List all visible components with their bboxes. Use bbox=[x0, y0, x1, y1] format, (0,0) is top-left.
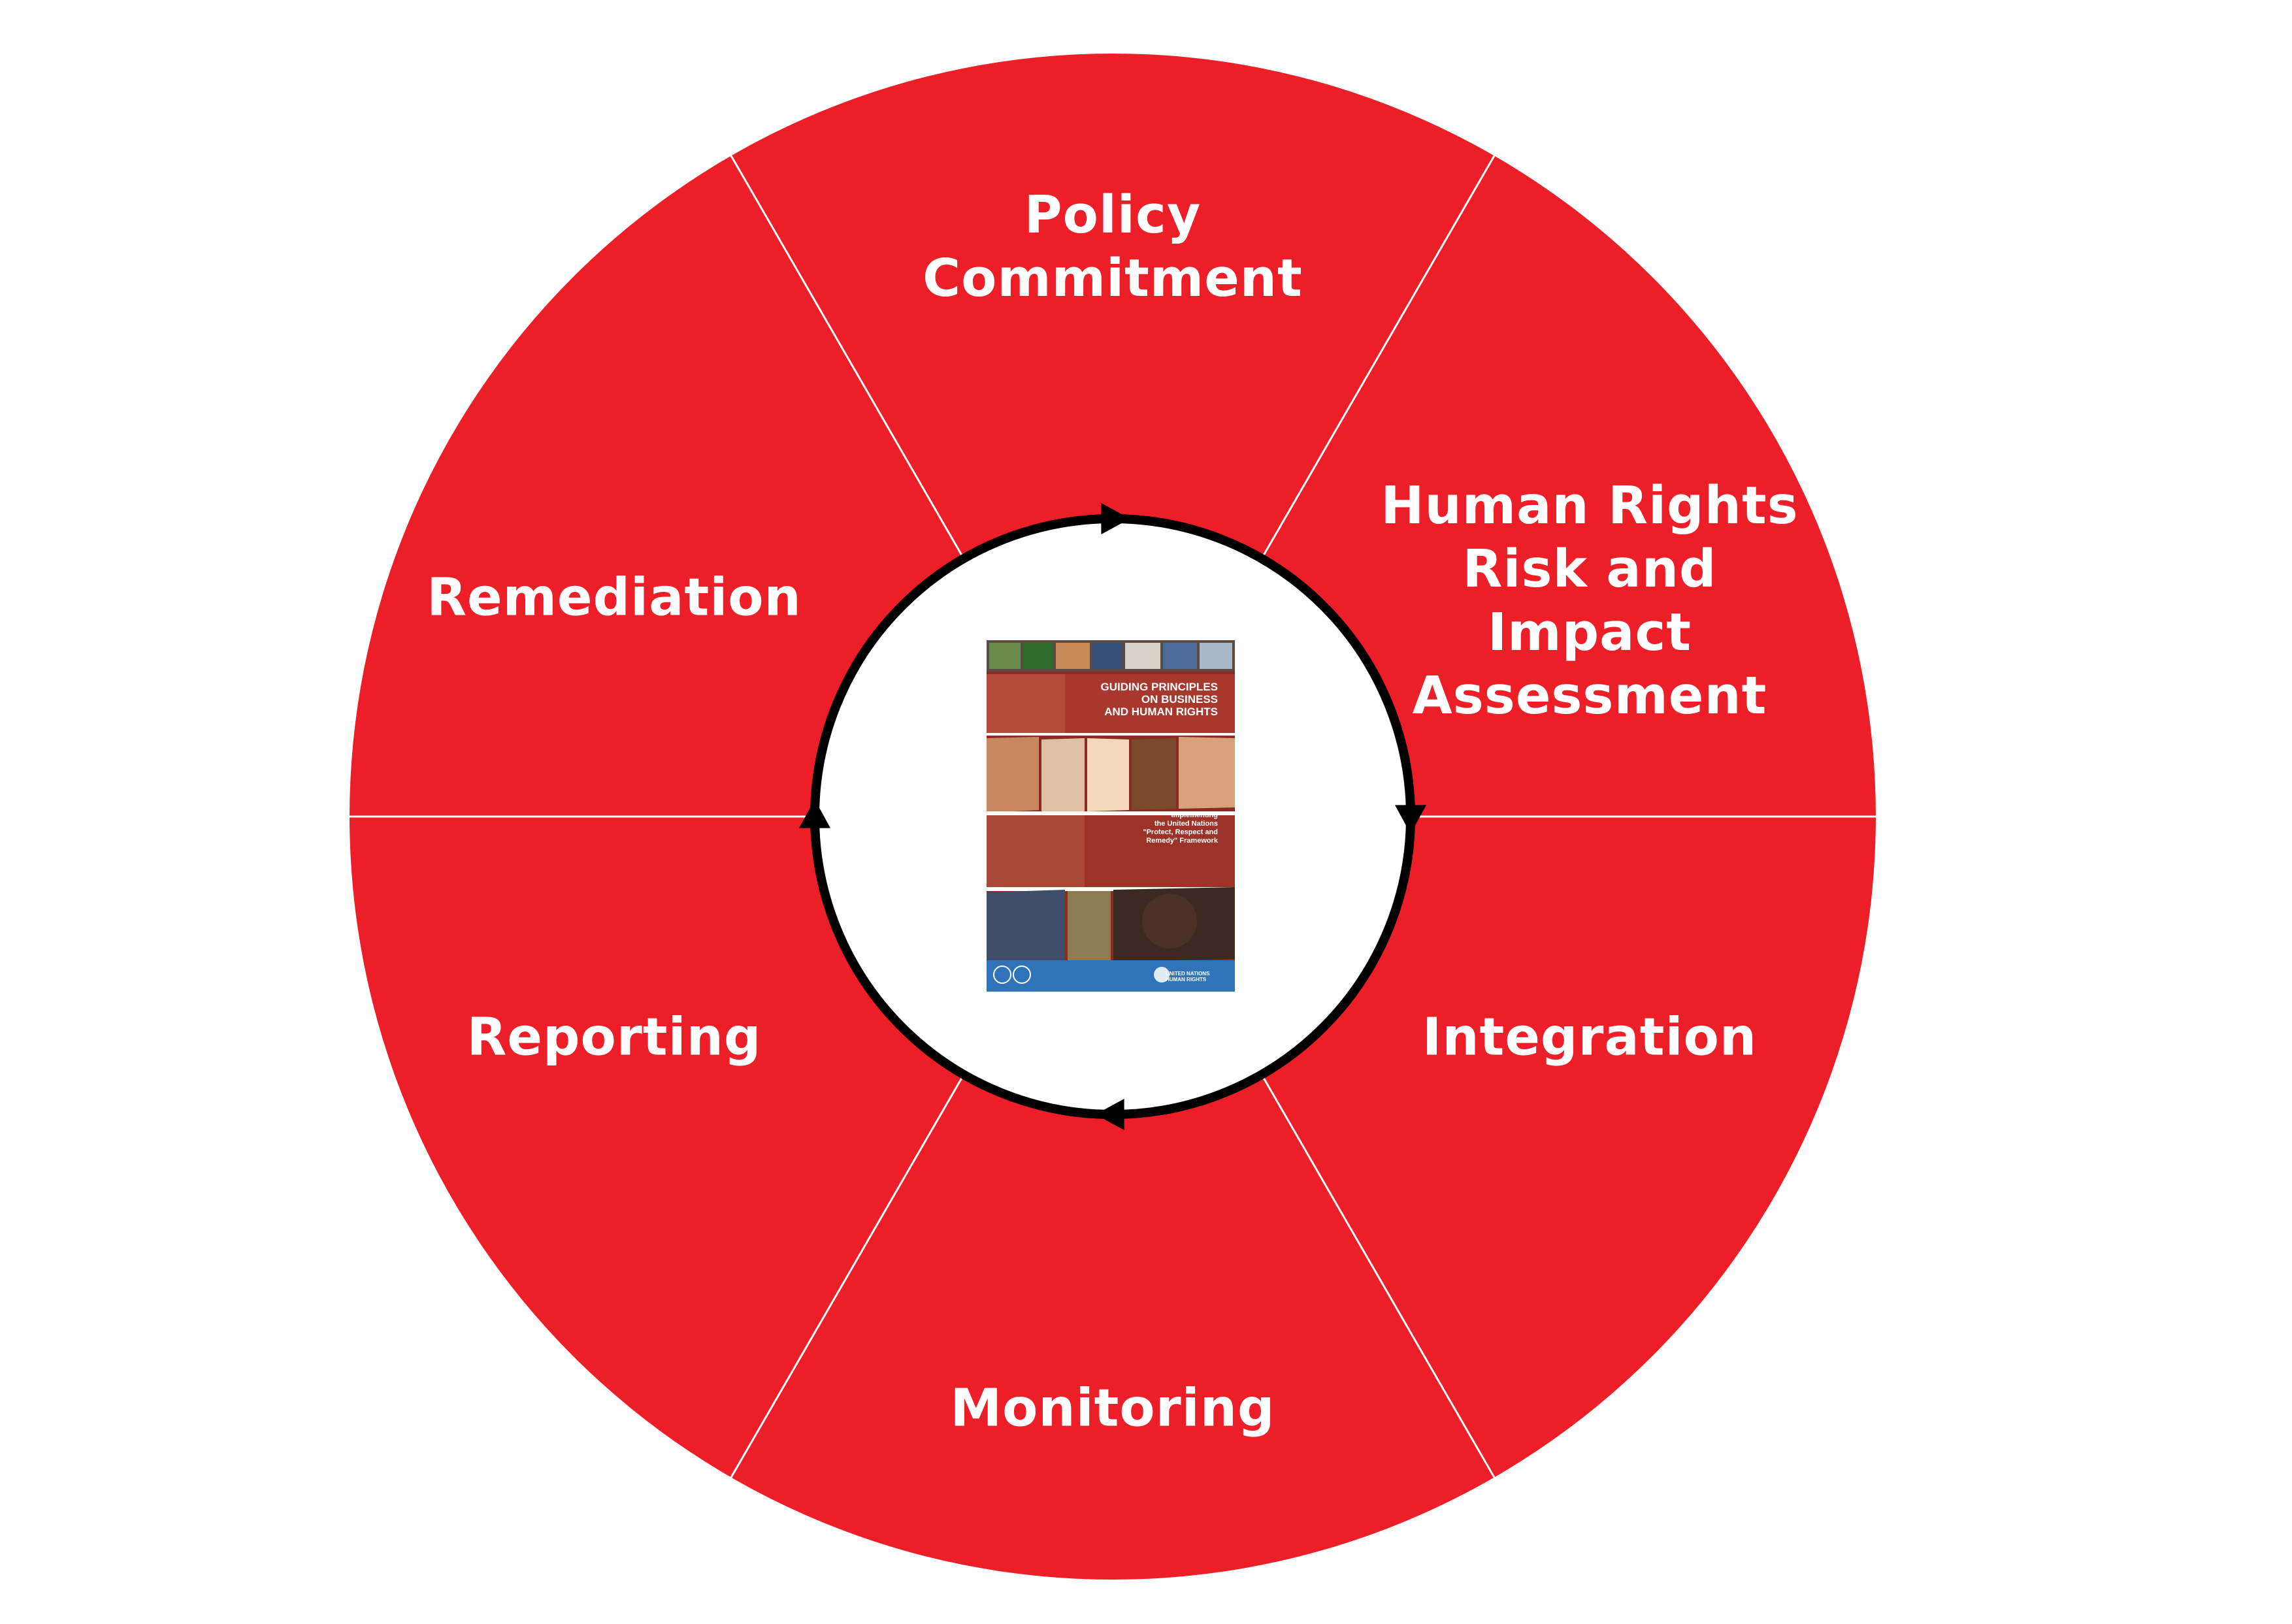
un-human-rights-logo: UNITED NATIONS HUMAN RIGHTS bbox=[1166, 971, 1210, 983]
arrow-top-icon bbox=[1101, 503, 1130, 534]
segment-label-reporting: Reporting bbox=[467, 1007, 762, 1067]
arrow-right-icon bbox=[1395, 805, 1426, 834]
guiding-principles-cover: GUIDING PRINCIPLES ON BUSINESS AND HUMAN… bbox=[987, 640, 1235, 992]
segment-divider bbox=[730, 155, 965, 559]
cover-subtitle: Implementing the United Nations "Protect… bbox=[1143, 811, 1218, 845]
arrow-bottom-icon bbox=[1095, 1099, 1124, 1130]
segment-label-integration: Integration bbox=[1422, 1007, 1758, 1067]
segment-label-policy-commitment: Policy Commitment bbox=[923, 185, 1303, 308]
segment-divider bbox=[730, 1074, 965, 1478]
cover-title: GUIDING PRINCIPLES ON BUSINESS AND HUMAN… bbox=[1100, 681, 1218, 718]
segment-label-remediation: Remediation bbox=[427, 567, 802, 628]
arrow-left-icon bbox=[799, 799, 830, 828]
cover-photo-collage bbox=[987, 640, 1235, 992]
cycle-arrows bbox=[799, 503, 1426, 1130]
segment-label-risk-assessment: Human Rights Risk and Impact Assessment bbox=[1381, 476, 1799, 726]
segment-divider bbox=[1260, 155, 1496, 559]
segment-divider bbox=[1260, 1074, 1496, 1478]
segment-dividers bbox=[350, 155, 1876, 1478]
segment-label-monitoring: Monitoring bbox=[950, 1378, 1275, 1438]
